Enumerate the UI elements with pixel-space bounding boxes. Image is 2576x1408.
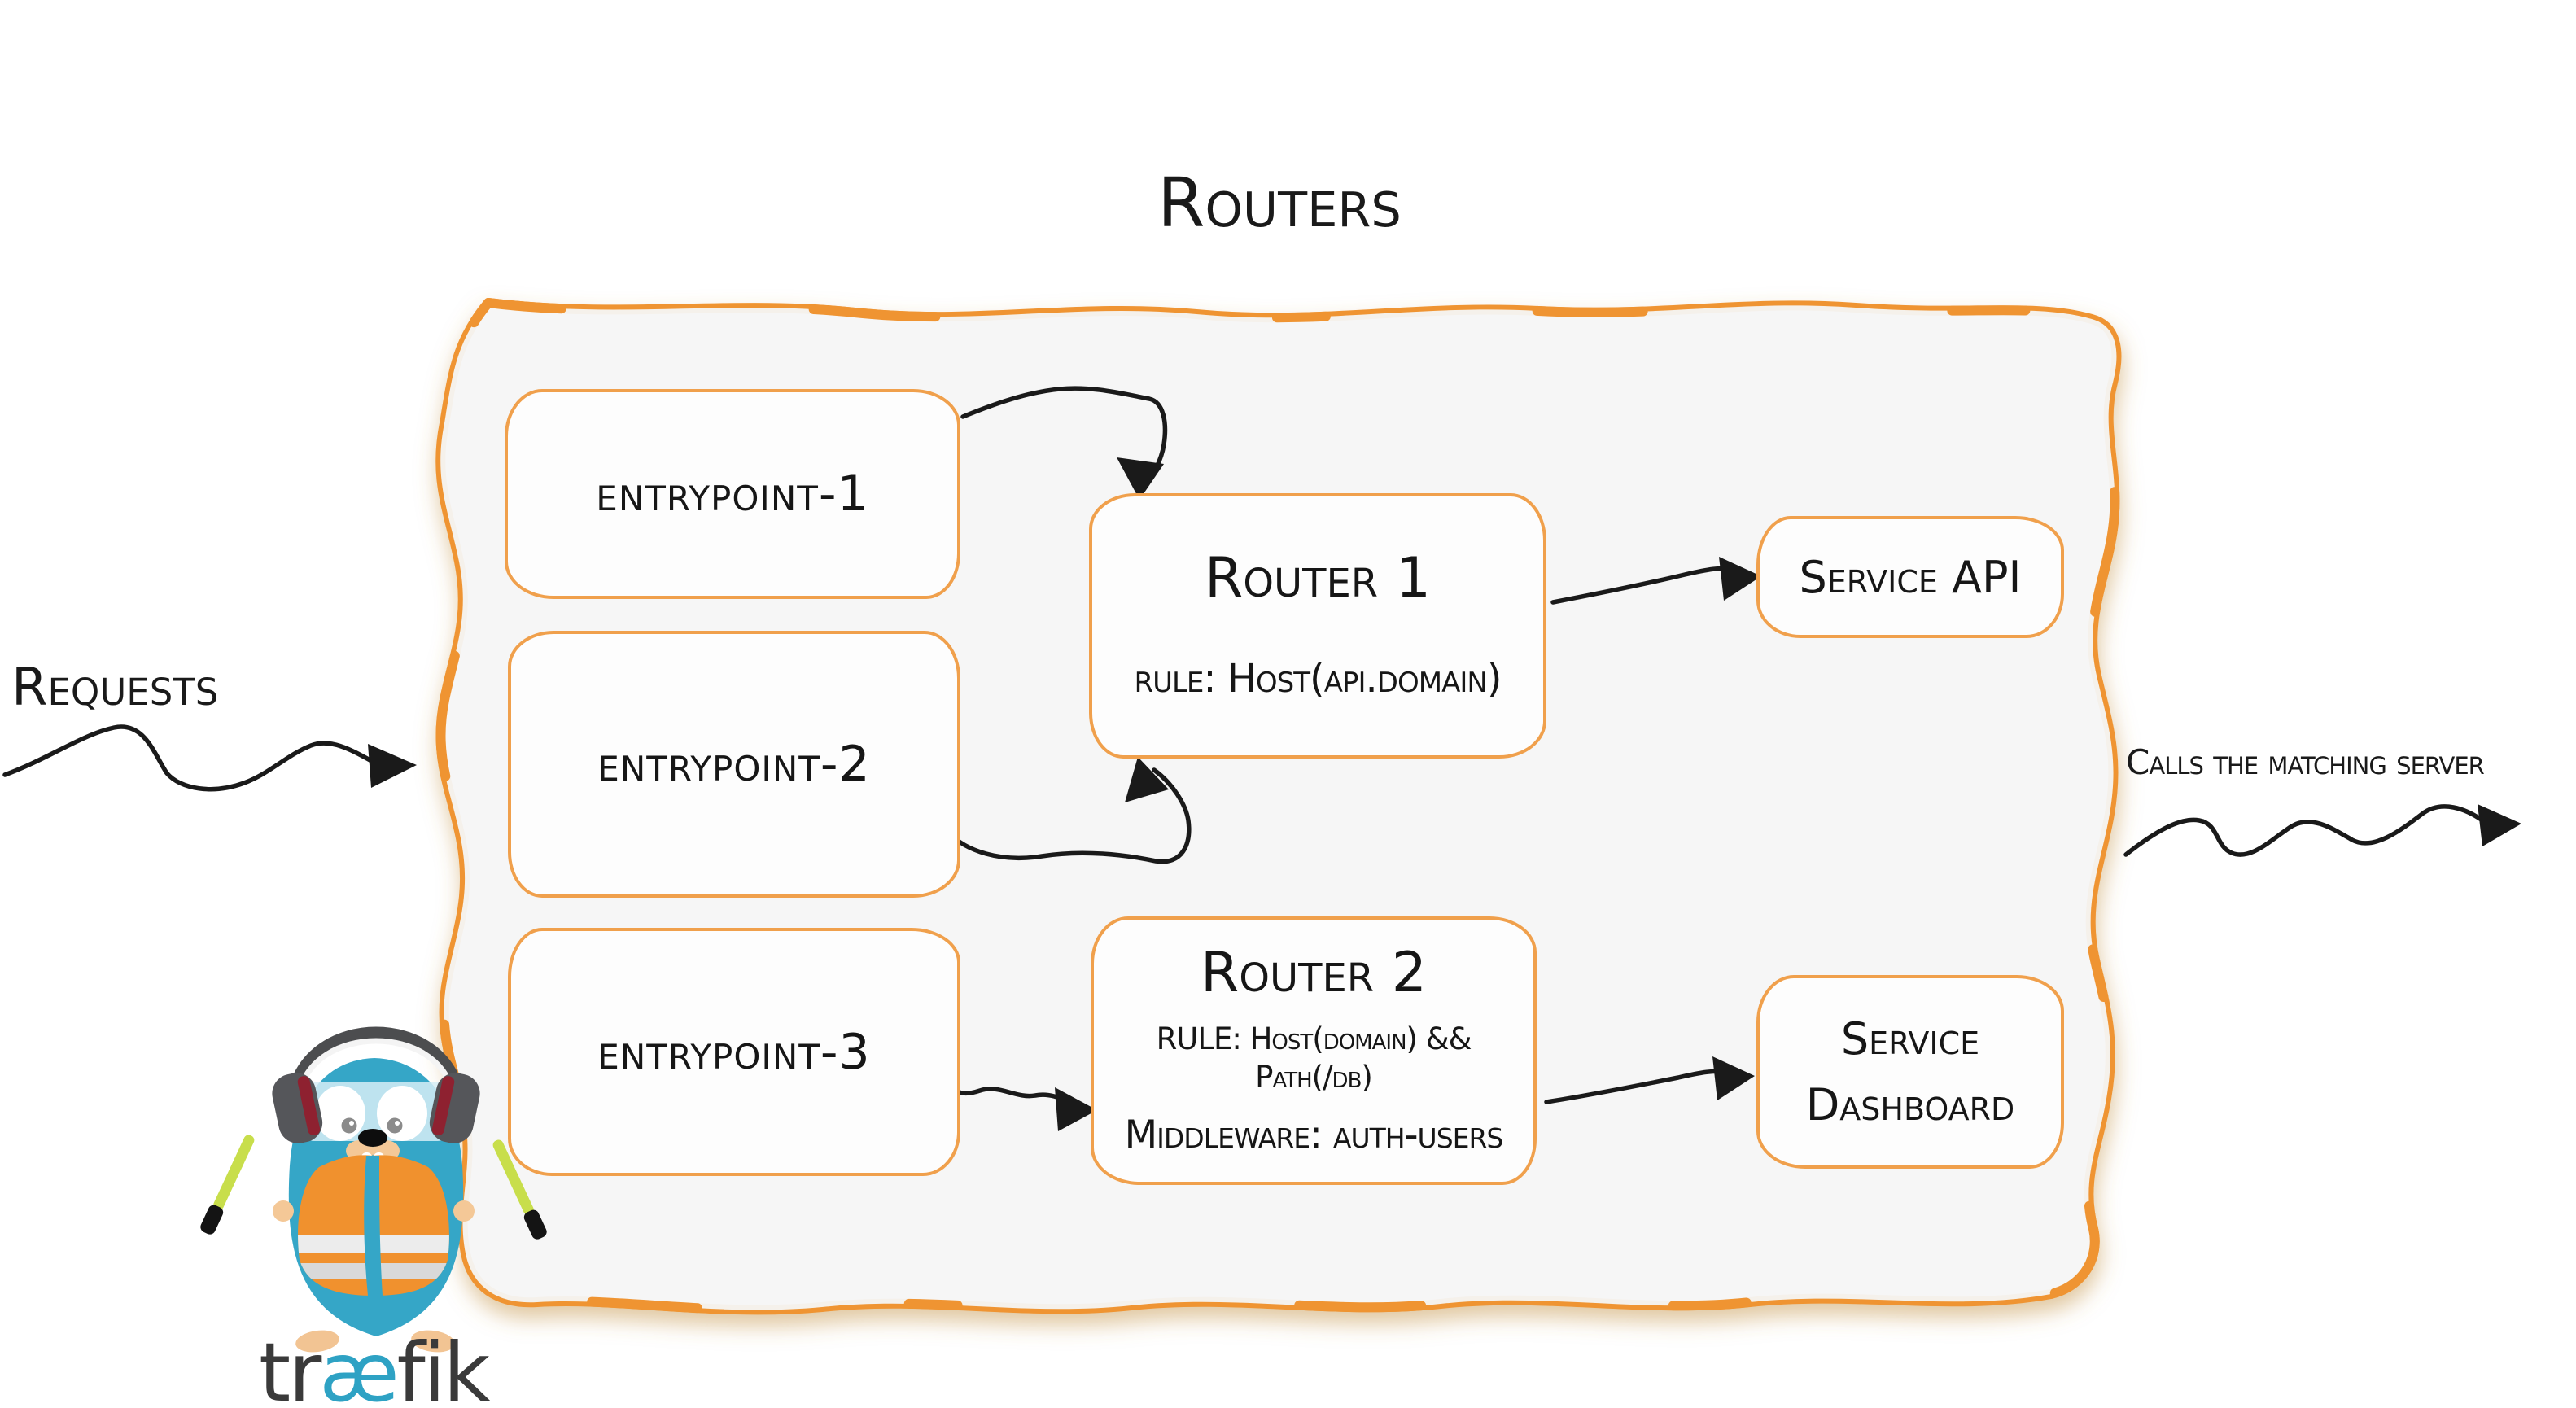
- service-dashboard-label-line1: Service: [1840, 1013, 1980, 1065]
- router-1-title: Router 1: [1204, 546, 1432, 611]
- wordmark-start: tr: [259, 1325, 321, 1408]
- arrow-router2-to-service-dashboard: [1544, 1056, 1755, 1104]
- router-2-middleware: Middleware: auth-users: [1124, 1113, 1504, 1158]
- arrow-entrypoint1-to-router1: [960, 386, 1168, 500]
- entrypoint-1-node: entrypoint-1: [505, 389, 960, 599]
- service-api-label: Service API: [1799, 551, 2022, 603]
- arrow-entrypoint3-to-router2: [954, 1082, 1097, 1131]
- entrypoint-3-node: entrypoint-3: [508, 928, 960, 1176]
- service-api-node: Service API: [1756, 516, 2064, 638]
- arrow-calls-out: [2123, 804, 2521, 857]
- entrypoint-1-label: entrypoint-1: [596, 466, 869, 523]
- router-2-node: Router 2 RULE: Host(domain) && Path(/db)…: [1091, 916, 1537, 1185]
- wordmark-end: fik: [396, 1325, 491, 1408]
- entrypoint-2-label: entrypoint-2: [597, 736, 871, 793]
- left-earcup-icon: [272, 1073, 323, 1143]
- arrows: [2, 386, 2521, 1131]
- left-baton-icon: [200, 1135, 255, 1235]
- requests-label: Requests: [11, 658, 219, 718]
- arrow-requests-in: [2, 724, 417, 792]
- traefik-wordmark: træfik: [259, 1325, 491, 1408]
- router-2-rule: RULE: Host(domain) && Path(/db): [1156, 1021, 1472, 1095]
- right-earcup-icon: [429, 1073, 480, 1143]
- service-dashboard-label-line2: Dashboard: [1805, 1079, 2015, 1130]
- wordmark-ligature: æ: [319, 1325, 399, 1408]
- arrow-entrypoint2-to-router1: [946, 757, 1192, 864]
- calls-the-matching-server-label: Calls the matching server: [2126, 742, 2485, 782]
- traefik-gopher-mascot: [200, 1026, 547, 1353]
- right-baton-icon: [492, 1139, 547, 1240]
- diagram-title: Routers: [1157, 163, 1402, 243]
- service-dashboard-node: Service Dashboard: [1756, 975, 2064, 1169]
- entrypoint-2-node: entrypoint-2: [508, 631, 960, 898]
- arrow-router1-to-service-api: [1550, 557, 1761, 605]
- router-1-rule: rule: Host(api.domain): [1134, 656, 1502, 702]
- entrypoint-3-label: entrypoint-3: [597, 1023, 871, 1081]
- router-1-node: Router 1 rule: Host(api.domain): [1089, 493, 1546, 759]
- router-2-title: Router 2: [1200, 941, 1428, 1006]
